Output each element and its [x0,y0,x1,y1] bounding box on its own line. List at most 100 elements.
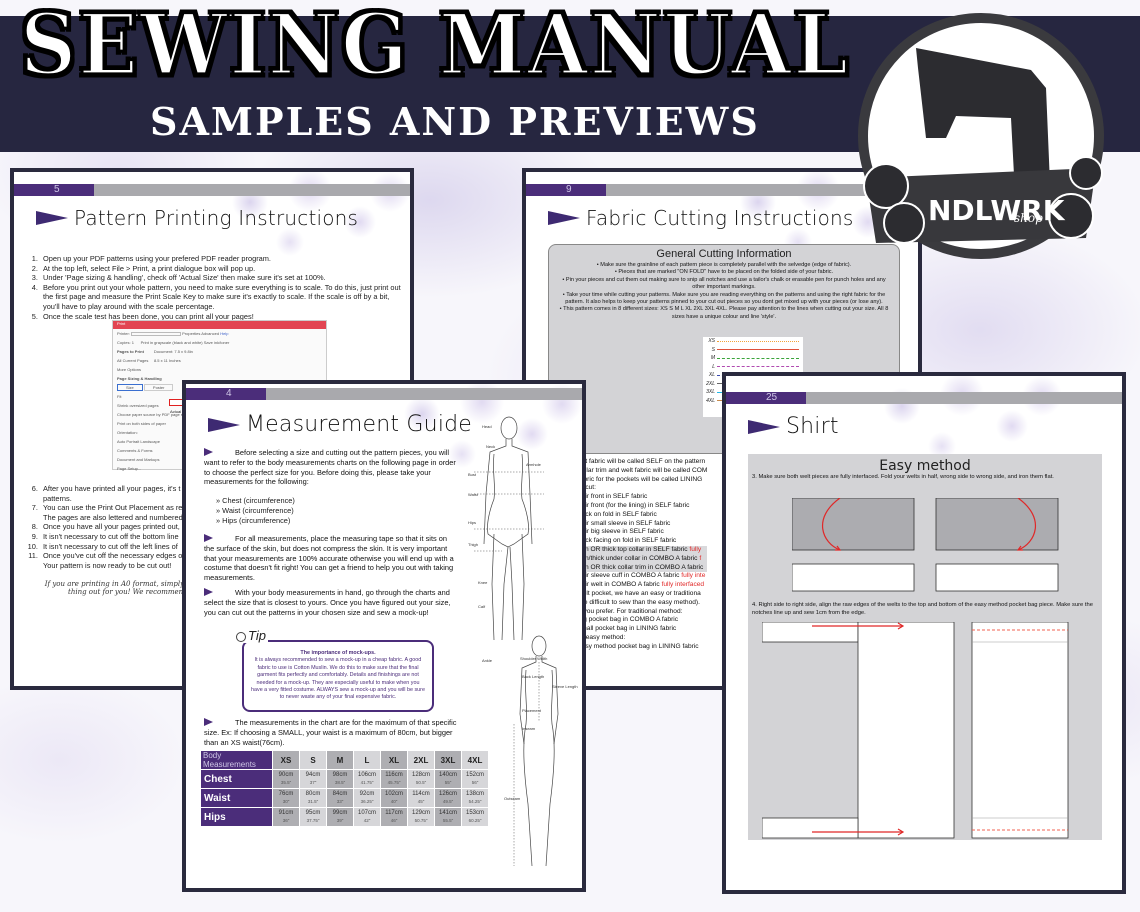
welt-fold-diagram [792,498,1059,592]
save-ink-checkbox: Save ink/toner [203,340,230,345]
step-4-text: 4. Right side to right side, align the r… [752,602,1093,616]
tip-label: Tip [234,628,268,643]
ndlwrk-sewing-machine-logo: NDLWRK shop [858,13,1104,259]
logo-brand-text: NDLWRK [928,194,1066,227]
cutting-bullets: Make sure the grainline of each pattern … [549,260,899,323]
figure-label: Sleeve Length [552,684,578,689]
page-setup-button: Page Setup... [117,466,142,471]
step-item: Once the scale test has been done, you c… [40,312,402,322]
page-header-bar: 25 [726,392,1122,404]
page-title-text: Measurement Guide [246,412,473,437]
radio-pages: Pages [137,358,149,363]
measurement-bullets: » Chest (circumference) » Waist (circumf… [216,496,295,525]
body-measurements-table: Body Measurements XS S M L XL 2XL 3XL 4X… [200,750,489,827]
printer-label: Printer: [117,331,130,336]
body-figure-back-illustration [513,635,559,867]
figure-label: Neck [486,444,496,449]
comments-label: Comments & Forms [117,448,153,453]
floral-decoration [382,384,582,494]
paragraph-select-size: With your body measurements in hand, go … [204,588,451,617]
comments-select: Document and Markups [117,457,160,462]
page-title: Shirt [748,414,839,439]
page-title: Fabric Cutting Instructions [548,206,854,230]
page-header-bar: 5 [14,184,410,196]
step-3-text: 3. Make sure both welt pieces are fully … [752,474,1054,480]
cutting-list: hirt fabric will be called SELF on the p… [578,458,708,650]
figure-label: Bust [468,472,477,477]
printer-select [131,331,182,336]
figure-label: Outseam [504,796,521,801]
page-measurement-guide: 4 Measurement Guide Before selecting a s… [182,380,586,892]
box-title: General Cutting Information [656,248,792,260]
grayscale-checkbox: Print in grayscale (black and white) [140,340,203,345]
welt-sew-diagram [762,622,1069,839]
page-title: Measurement Guide [208,412,472,437]
size-button: Size [117,384,143,391]
both-sides-checkbox: Print on both sides of paper [117,421,166,426]
page-number: 9 [526,184,606,196]
figure-label: Shoulder Width [520,656,548,661]
bullet-arrow-icon [204,588,213,596]
figure-label: Knee [478,580,488,585]
figure-label: Thigh [468,542,479,547]
lightbulb-icon [236,631,246,642]
page-header-bar: 9 [526,184,918,196]
step-item: At the top left, select File > Print, a … [40,264,402,274]
advanced-button: Advanced [201,331,220,336]
document-size: Document: 7.5 x 9.8in [153,349,193,354]
radio-current: Current [122,358,136,363]
step-item: Under 'Page sizing & handling', check of… [40,273,402,283]
orientation-label: Orientation: [117,430,138,435]
paragraph-chart-note: The measurements in the chart are for th… [204,718,457,747]
figure-label: Head [482,424,492,429]
bullet-arrow-icon [204,448,213,456]
choose-paper-checkbox: Choose paper source by PDF page size [117,412,188,417]
body-figure-front-illustration [474,416,544,641]
poster-button: Poster [143,384,174,391]
tip-box: The importance of mock-ups. It is always… [242,640,434,712]
page-title-text: Fabric Cutting Instructions [586,206,854,230]
copies-label: Copies: [117,340,131,345]
a0-note: If you are printing in A0 format, simply… [44,580,224,596]
subtitle: SAMPLES AND PREVIEWS [150,99,760,144]
radio-all: All [117,358,122,363]
box-title: Easy method [879,458,971,474]
radio-auto: Auto [117,439,126,444]
main-title: SEWING MANUAL [18,0,851,96]
properties-button: Properties [182,331,201,336]
easy-method-box: Easy method 3. Make sure both welt piece… [748,454,1102,840]
bullet-arrow-icon [204,534,213,542]
dialog-title: Print [113,321,326,329]
figure-label: Ankle [482,658,493,663]
page-shirt: 25 Shirt Easy method 3. Make sure both w… [722,372,1126,894]
page-number: 25 [726,392,806,404]
paragraph-tape: For all measurements, place the measurin… [204,534,454,583]
radio-landscape: Landscape [140,439,160,444]
flag-arrow-icon [36,211,68,225]
figure-label: Armhole [526,462,541,467]
sizing-label: Page Sizing & Handling [117,376,162,381]
radio-portrait: Portrait [126,439,140,444]
figure-label: Back Length [522,674,545,679]
copies-value: 1 [131,340,134,345]
page-header-bar: 4 [186,388,582,400]
flag-arrow-icon [748,419,780,434]
steps-list-b: After you have printed all your pages, i… [22,484,222,570]
paper-size: 8.5 x 11 Inches [153,358,181,363]
bullet-arrow-icon [204,718,213,726]
step-item: Open up your PDF patterns using your pre… [40,254,402,264]
page-title-text: Pattern Printing Instructions [74,206,359,230]
radio-fit: Fit [117,394,122,399]
radio-shrink: Shrink oversized pages [117,403,159,408]
logo-script-text: shop [1014,211,1043,225]
figure-label: Calf [478,604,486,609]
figure-label: Inseam [522,726,536,731]
page-title: Pattern Printing Instructions [36,206,358,230]
flag-arrow-icon [208,417,240,432]
page-title-text: Shirt [786,414,839,439]
pages-to-print-label: Pages to Print [117,349,144,354]
figure-label: Waist [468,492,478,497]
help-link: Help [220,331,229,336]
